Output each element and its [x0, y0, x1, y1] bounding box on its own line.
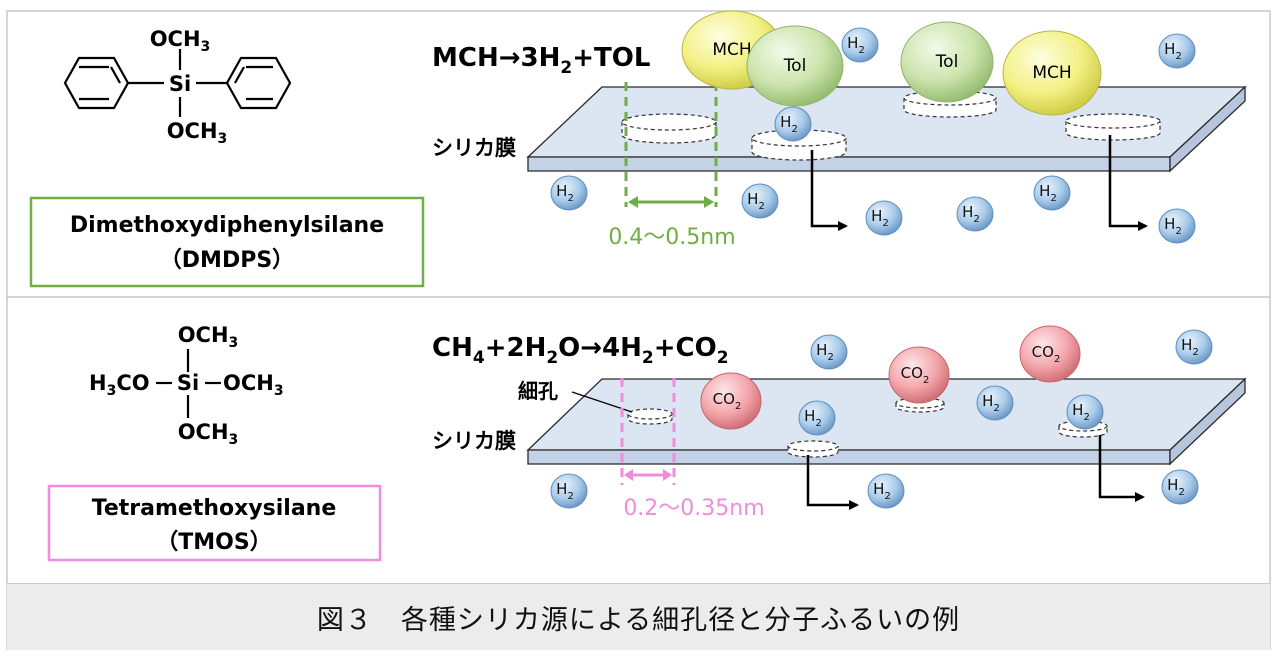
- dmdps-name: Dimethoxydiphenylsilane: [70, 213, 384, 238]
- dmdps-abbr: （DMDPS）: [160, 248, 294, 273]
- membrane-side-edge: [1169, 85, 1246, 173]
- co2-molecule: CO2: [1019, 325, 1081, 383]
- dmdps-och3-top: OCH3: [150, 27, 211, 55]
- svg-text:H2: H2: [1039, 182, 1057, 204]
- membrane-front-edge-bottom: [527, 449, 1171, 465]
- svg-text:H2: H2: [747, 190, 765, 212]
- pore-1-top: [621, 113, 717, 131]
- h2-molecule: H2: [1033, 175, 1071, 211]
- membrane-front-edge: [527, 156, 1171, 172]
- h2-molecule: H2: [1158, 208, 1196, 244]
- membrane-side-edge-bottom: [1169, 377, 1246, 466]
- svg-text:H2: H2: [982, 392, 1000, 414]
- membrane-label-top: シリカ膜: [432, 136, 516, 160]
- figure-caption: 図３ 各種シリカ源による細孔径と分子ふるいの例: [7, 583, 1270, 650]
- pore-dim-arrow-right: [704, 196, 714, 208]
- svg-text:MCH: MCH: [712, 40, 751, 60]
- h2-molecule: H2: [1161, 469, 1199, 505]
- pore-size-top: 0.4～0.5nm: [608, 225, 735, 250]
- pore-size-bottom: 0.2～0.35nm: [623, 496, 764, 521]
- h2-molecule: H2: [774, 106, 812, 142]
- svg-text:H2: H2: [847, 34, 865, 56]
- svg-text:CO2: CO2: [713, 390, 742, 412]
- reaction-ch4: CH4+2H2O→4H2+CO2: [432, 333, 729, 368]
- h2-molecule: H2: [798, 400, 836, 436]
- svg-text:H2: H2: [1167, 476, 1185, 498]
- svg-text:H2: H2: [556, 480, 574, 502]
- membrane-label-bottom: シリカ膜: [432, 429, 516, 453]
- dmdps-name-box: [29, 196, 425, 288]
- top-panel: OCH3 Si OCH3 Dimethoxydiphenylsilane （DM…: [29, 10, 1247, 288]
- mch-molecule-2: MCH: [1002, 30, 1102, 116]
- tmos-och3-bottom: OCH3: [178, 420, 239, 448]
- svg-text:H2: H2: [1072, 401, 1090, 423]
- pore-b1-top: [627, 408, 673, 420]
- permeation-arrow-1: [810, 150, 848, 231]
- permeation-arrow-b1: [806, 455, 859, 510]
- tmos-h3co: H3CO: [89, 371, 150, 399]
- tmos-structure-bonds: [156, 349, 221, 418]
- top-pores: [621, 90, 1161, 161]
- tmos-name: Tetramethoxysilane: [92, 496, 337, 521]
- svg-text:H2: H2: [804, 407, 822, 429]
- tmos-och3-right: OCH3: [223, 371, 284, 399]
- h2-molecule: H2: [976, 385, 1014, 421]
- dmdps-structure: [63, 49, 292, 117]
- reaction-mch: MCH→3H2+TOL: [432, 43, 650, 78]
- svg-text:H2: H2: [871, 207, 889, 229]
- svg-text:H2: H2: [873, 480, 891, 502]
- h2-molecule: H2: [867, 473, 905, 509]
- svg-text:H2: H2: [780, 113, 798, 135]
- permeation-arrow-b2: [1098, 435, 1145, 502]
- svg-text:CO2: CO2: [901, 364, 930, 386]
- pore-label: 細孔: [518, 379, 558, 403]
- svg-text:H2: H2: [1164, 40, 1182, 62]
- h2-molecule: H2: [810, 334, 848, 370]
- h2-molecule: H2: [865, 200, 903, 236]
- svg-text:H2: H2: [1164, 215, 1182, 237]
- h2-molecule: H2: [550, 473, 588, 509]
- co2-molecule: CO2: [888, 346, 950, 404]
- co2-molecule: CO2: [700, 372, 762, 430]
- h2-molecule: H2: [1158, 33, 1196, 69]
- dmdps-och3-bottom: OCH3: [167, 119, 228, 147]
- h2-molecule: H2: [1066, 394, 1104, 430]
- permeation-arrow-2: [1108, 135, 1148, 231]
- tol-molecule-1: Tol: [746, 25, 844, 107]
- tmos-si: Si: [177, 371, 199, 395]
- dmdps-si: Si: [169, 72, 191, 96]
- svg-text:H2: H2: [1181, 336, 1199, 358]
- tmos-och3-top: OCH3: [178, 323, 239, 351]
- pore-b2-top: [787, 440, 839, 452]
- h2-molecule: H2: [1175, 329, 1213, 365]
- svg-text:Tol: Tol: [935, 52, 959, 72]
- bottom-panel: OCH3 H3CO Si OCH3 OCH3 Tetramethoxysilan…: [47, 323, 1247, 562]
- bottom-pores: [627, 397, 1108, 458]
- h2-molecule: H2: [956, 196, 994, 232]
- pore-4-top: [1065, 113, 1161, 129]
- benzene-ring-left: [63, 56, 130, 110]
- pore-dim-arrow-left: [628, 196, 638, 208]
- h2-molecule: H2: [741, 183, 779, 219]
- tmos-name-box: [47, 484, 382, 562]
- svg-text:Tol: Tol: [783, 56, 807, 76]
- benzene-ring-right: [225, 56, 292, 110]
- tmos-abbr: （TMOS）: [156, 530, 271, 555]
- svg-text:MCH: MCH: [1032, 63, 1071, 83]
- svg-text:H2: H2: [556, 182, 574, 204]
- svg-text:CO2: CO2: [1032, 343, 1061, 365]
- h2-molecule: H2: [550, 175, 588, 211]
- pore-dim-arrow-left-b: [624, 469, 633, 481]
- svg-text:H2: H2: [816, 341, 834, 363]
- pore-dim-arrow-right-b: [663, 469, 672, 481]
- h2-molecule: H2: [841, 27, 879, 63]
- tol-molecule-2: Tol: [900, 21, 994, 103]
- svg-text:H2: H2: [962, 203, 980, 225]
